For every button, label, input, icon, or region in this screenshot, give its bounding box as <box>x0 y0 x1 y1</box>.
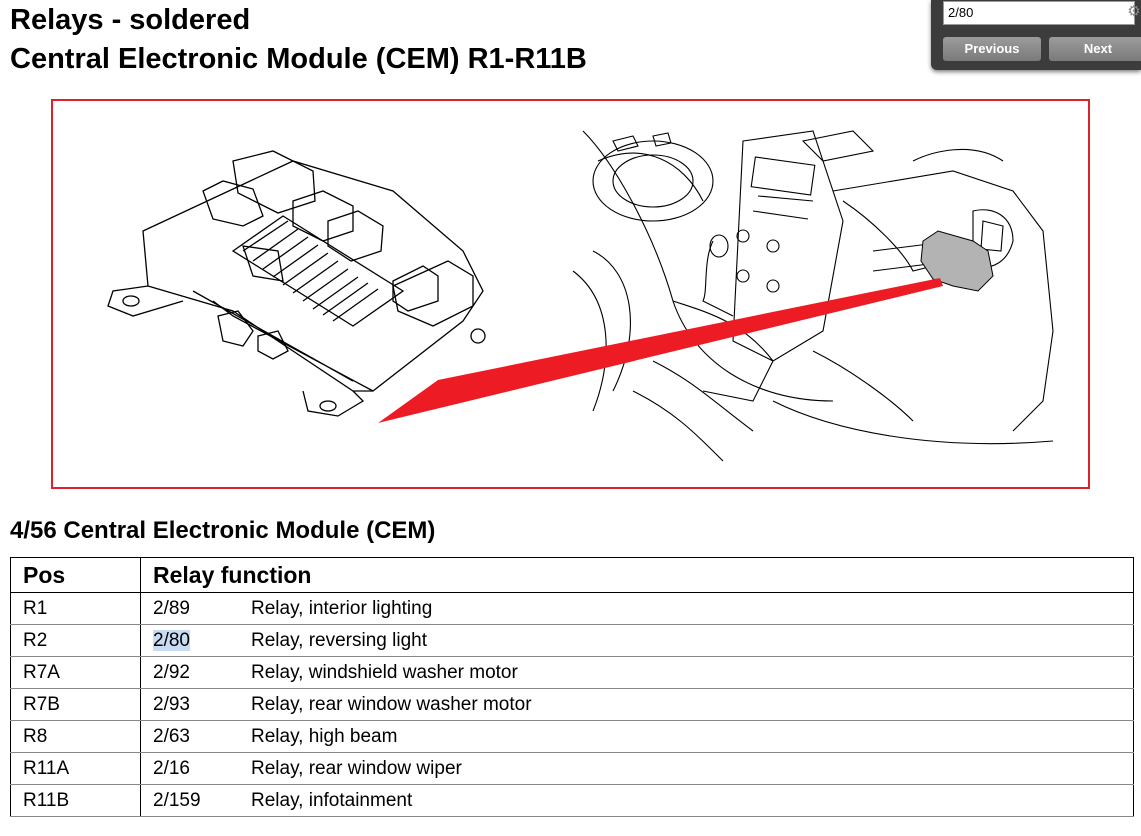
cell-function: 2/89 Relay, interior lighting <box>140 592 1134 625</box>
cell-description: Relay, rear window wiper <box>251 757 462 779</box>
cell-pos: R1 <box>10 592 141 625</box>
cell-code: 2/16 <box>153 757 190 779</box>
table-row: R11B 2/159 Relay, infotainment <box>10 784 1134 817</box>
cell-code: 2/63 <box>153 725 190 747</box>
red-pointer <box>378 278 943 423</box>
search-match-highlight: 2/80 <box>153 629 190 651</box>
cell-code: 2/92 <box>153 661 190 683</box>
cem-location-highlight <box>920 230 994 292</box>
cell-description: Relay, windshield washer motor <box>251 661 518 683</box>
cell-function: 2/93 Relay, rear window washer motor <box>140 688 1134 721</box>
cell-code: 2/89 <box>153 597 190 619</box>
section-heading: 4/56 Central Electronic Module (CEM) <box>10 517 436 544</box>
find-input[interactable]: 2/80 <box>943 1 1135 25</box>
cell-function: 2/92 Relay, windshield washer motor <box>140 656 1134 689</box>
cell-function: 2/159 Relay, infotainment <box>140 784 1134 817</box>
cell-function: 2/80 Relay, reversing light <box>140 624 1134 657</box>
column-header-relay-function: Relay function <box>140 557 1134 593</box>
cell-function: 2/63 Relay, high beam <box>140 720 1134 753</box>
table-row: R2 2/80 Relay, reversing light <box>10 624 1134 657</box>
cell-description: Relay, high beam <box>251 725 398 747</box>
find-bar: 2/80 ⚙ Previous Next <box>931 0 1141 70</box>
car-interior-drawing <box>572 130 1054 462</box>
table-row: R7A 2/92 Relay, windshield washer motor <box>10 656 1134 689</box>
cell-pos: R8 <box>10 720 141 753</box>
cell-code-wrapper: 2/80 <box>153 629 251 652</box>
cell-pos: R11B <box>10 784 141 817</box>
cell-pos: R7A <box>10 656 141 689</box>
cell-code: 2/159 <box>153 789 201 811</box>
relay-table: Pos Relay function R1 2/89 Relay, interio… <box>10 557 1134 817</box>
cem-module-drawing <box>107 150 486 417</box>
table-row: R7B 2/93 Relay, rear window washer motor <box>10 688 1134 721</box>
document-subtitle: Central Electronic Module (CEM) R1-R11B <box>10 43 587 75</box>
cell-description: Relay, reversing light <box>251 629 428 651</box>
cell-description: Relay, rear window washer motor <box>251 693 532 715</box>
cell-pos: R2 <box>10 624 141 657</box>
table-row: R1 2/89 Relay, interior lighting <box>10 592 1134 625</box>
table-row: R11A 2/16 Relay, rear window wiper <box>10 752 1134 785</box>
cem-location-diagram <box>51 99 1090 489</box>
cell-function: 2/16 Relay, rear window wiper <box>140 752 1134 785</box>
gear-icon[interactable]: ⚙ <box>1127 3 1141 20</box>
cell-code: 2/93 <box>153 693 190 715</box>
table-row: R8 2/63 Relay, high beam <box>10 720 1134 753</box>
table-header-row: Pos Relay function <box>10 557 1134 593</box>
cell-pos: R11A <box>10 752 141 785</box>
cell-description: Relay, interior lighting <box>251 597 433 619</box>
diagram-drawing <box>107 130 1054 462</box>
cell-description: Relay, infotainment <box>251 789 413 811</box>
cell-pos: R7B <box>10 688 141 721</box>
next-button[interactable]: Next <box>1049 37 1141 61</box>
column-header-pos: Pos <box>10 557 141 593</box>
document-title: Relays - soldered <box>10 4 251 36</box>
previous-button[interactable]: Previous <box>943 37 1041 61</box>
